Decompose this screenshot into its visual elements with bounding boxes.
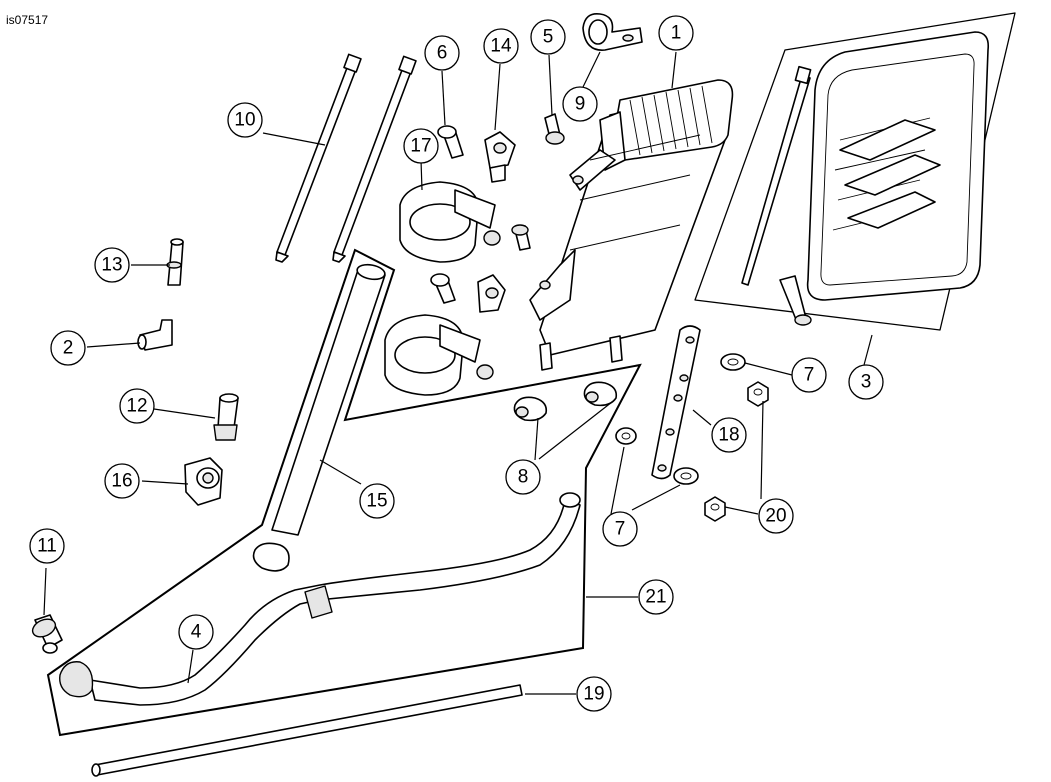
callout-18: 18 [711, 417, 747, 453]
svg-text:5: 5 [543, 27, 554, 48]
hose-clamp-upper [399, 181, 501, 263]
callout-3: 3 [848, 364, 884, 400]
elbow-fitting [137, 319, 173, 351]
callout-19: 19 [576, 676, 612, 712]
svg-text:11: 11 [37, 536, 57, 557]
svg-text:18: 18 [718, 425, 739, 446]
svg-text:19: 19 [583, 684, 604, 705]
oil-cooler [529, 79, 734, 371]
group-outline-21 [46, 248, 642, 737]
svg-text:10: 10 [234, 110, 255, 131]
callout-20: 20 [758, 498, 794, 534]
fitting-11 [31, 614, 63, 654]
callout-5: 5 [530, 19, 566, 55]
svg-text:2: 2 [63, 338, 74, 359]
clamp [582, 12, 643, 51]
washer-7-upper [720, 353, 746, 371]
callout-6: 6 [424, 35, 460, 71]
callout-16: 16 [104, 463, 140, 499]
svg-text:9: 9 [575, 94, 586, 115]
figure-id: is07517 [6, 13, 49, 27]
callout-8: 8 [505, 459, 541, 495]
cable-tie-right [332, 55, 417, 263]
leader-lines [43, 51, 873, 695]
svg-text:4: 4 [191, 622, 202, 643]
callout-7-upper: 7 [791, 357, 827, 393]
svg-text:7: 7 [804, 365, 815, 386]
callout-9: 9 [562, 86, 598, 122]
svg-text:7: 7 [615, 519, 626, 540]
hose-clamp-8a [513, 396, 548, 422]
callout-13: 13 [94, 247, 130, 283]
washer-7-left [615, 427, 637, 445]
bolt [437, 125, 464, 159]
screw-mid [511, 224, 531, 251]
fitting-16 [184, 457, 223, 506]
svg-text:20: 20 [765, 506, 786, 527]
svg-text:12: 12 [126, 396, 147, 417]
hose-19 [91, 684, 523, 777]
nut-20-upper [747, 381, 769, 407]
svg-text:16: 16 [111, 471, 132, 492]
callout-14: 14 [483, 28, 519, 64]
bracket-lower [477, 274, 506, 313]
svg-text:1: 1 [671, 23, 682, 44]
svg-text:8: 8 [518, 467, 529, 488]
oil-cooler-cover [741, 31, 990, 326]
fitting-13 [166, 238, 184, 286]
screw [544, 113, 565, 145]
svg-text:3: 3 [861, 372, 872, 393]
hose-assembly [59, 492, 581, 706]
callout-12: 12 [119, 388, 155, 424]
mounting-plate [651, 325, 701, 480]
bolt-lower [430, 273, 456, 304]
fitting-12 [213, 393, 239, 441]
svg-text:6: 6 [437, 43, 448, 64]
bracket [484, 131, 516, 183]
callout-7-lower: 7 [602, 511, 638, 547]
svg-text:15: 15 [366, 491, 387, 512]
svg-text:13: 13 [101, 255, 122, 276]
callout-15: 15 [359, 483, 395, 519]
hose-clamp-8b [583, 381, 618, 407]
nut-20-lower [704, 496, 726, 522]
svg-text:21: 21 [645, 587, 666, 608]
hose-15 [252, 263, 386, 572]
callout-1: 1 [658, 15, 694, 51]
callout-4: 4 [178, 614, 214, 650]
cable-tie-left [275, 53, 362, 263]
callout-21: 21 [638, 579, 674, 615]
svg-text:17: 17 [410, 136, 431, 157]
callout-11: 11 [29, 528, 65, 564]
hose-clamp-lower [384, 314, 494, 396]
callout-17: 17 [403, 128, 439, 164]
washer-7-right [673, 467, 699, 485]
callout-10: 10 [227, 102, 263, 138]
svg-text:14: 14 [490, 36, 512, 57]
callout-2: 2 [50, 330, 86, 366]
